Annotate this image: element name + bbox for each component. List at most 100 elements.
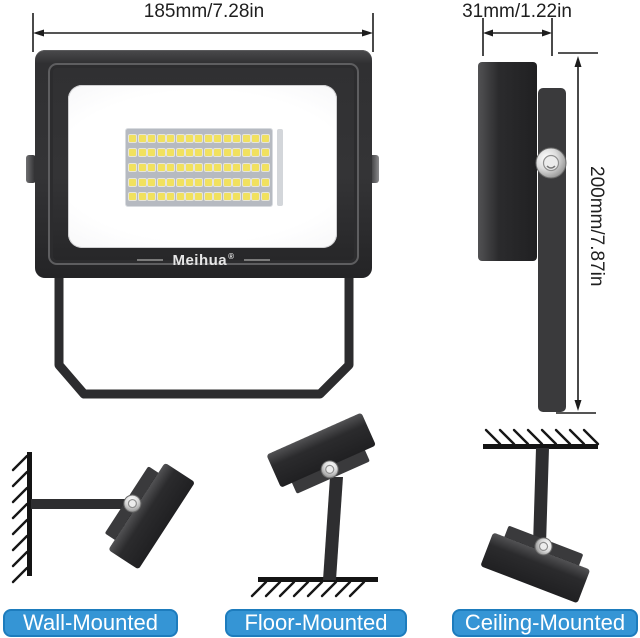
brand-dash-right [243, 259, 270, 261]
led-chip [185, 177, 195, 187]
led-chip [232, 148, 242, 158]
front-view-body: Meihua® [35, 50, 372, 278]
ceiling-mount-light [481, 526, 590, 603]
ceiling-pole [533, 448, 549, 545]
led-chip [166, 133, 176, 143]
wall-surface [27, 452, 32, 576]
led-chip [260, 177, 270, 187]
led-chip [185, 133, 195, 143]
led-chip [232, 133, 242, 143]
led-chip [137, 192, 147, 202]
side-knob-screw-icon [535, 147, 567, 179]
led-chip [128, 148, 138, 158]
led-chip [137, 177, 147, 187]
led-chip [166, 148, 176, 158]
side-view [478, 62, 567, 412]
led-chip [222, 177, 232, 187]
ceiling-mount-illustration [481, 428, 600, 603]
led-chip [194, 148, 204, 158]
led-chip [241, 177, 251, 187]
ceiling-surface [483, 444, 598, 449]
led-chip [175, 162, 185, 172]
led-chip [175, 133, 185, 143]
led-chip [260, 148, 270, 158]
led-chip [251, 133, 261, 143]
led-chip [128, 162, 138, 172]
front-inner-outline [48, 63, 359, 265]
led-chip [222, 192, 232, 202]
led-chip [232, 192, 242, 202]
hatch-ceiling [484, 428, 600, 446]
led-chip [128, 177, 138, 187]
led-chip [232, 162, 242, 172]
floor-mount-light [267, 413, 376, 494]
led-chip [194, 133, 204, 143]
led-chip [203, 192, 213, 202]
floor-pole [323, 477, 343, 580]
led-panel-strip [277, 129, 283, 206]
led-chip [137, 162, 147, 172]
led-chip [156, 162, 166, 172]
led-chip [213, 148, 223, 158]
led-chip [137, 148, 147, 158]
led-chip [203, 162, 213, 172]
led-chip [232, 177, 242, 187]
led-chip [260, 162, 270, 172]
led-chip [213, 177, 223, 187]
led-chip [185, 148, 195, 158]
hatch-wall [11, 454, 29, 584]
led-chip [166, 162, 176, 172]
led-chip [128, 192, 138, 202]
wall-mount-light [105, 463, 194, 569]
led-chip [147, 192, 157, 202]
brand-dash-left [137, 259, 164, 261]
led-chip [147, 133, 157, 143]
led-chip [156, 148, 166, 158]
width-dimension [32, 13, 374, 52]
floor-mounted-label: Floor-Mounted [225, 609, 407, 637]
depth-dimension-label: 31mm/1.22in [462, 1, 572, 22]
registered-mark: ® [228, 251, 235, 261]
floor-mount-illustration [250, 413, 378, 598]
floor-surface [258, 577, 378, 582]
brand-row: Meihua® [35, 250, 372, 270]
led-chip [260, 133, 270, 143]
front-glass [68, 85, 337, 248]
led-chip [147, 148, 157, 158]
led-chip [222, 133, 232, 143]
depth-dimension [482, 18, 553, 56]
led-chip [251, 148, 261, 158]
led-chip [147, 177, 157, 187]
led-chip [156, 177, 166, 187]
height-dimension [556, 52, 598, 414]
led-chip [203, 148, 213, 158]
led-chip [241, 148, 251, 158]
led-chip [194, 162, 204, 172]
led-chip [251, 192, 261, 202]
led-chip [241, 192, 251, 202]
led-chip [241, 133, 251, 143]
led-chip [222, 162, 232, 172]
led-chip [213, 133, 223, 143]
led-panel [125, 128, 273, 207]
height-dimension-label: 200mm/7.87in [586, 166, 607, 287]
led-chip [213, 192, 223, 202]
front-bracket [54, 271, 354, 399]
led-chip [203, 177, 213, 187]
led-chip [194, 177, 204, 187]
led-chip [166, 192, 176, 202]
led-chip [241, 162, 251, 172]
led-chip [251, 177, 261, 187]
right-mount-knob [369, 155, 379, 183]
brand-logo: Meihua® [172, 252, 234, 269]
led-chip [175, 192, 185, 202]
wall-mounted-label: Wall-Mounted [3, 609, 178, 637]
led-chip [128, 133, 138, 143]
led-chip [203, 133, 213, 143]
led-chip [156, 133, 166, 143]
led-chip [185, 192, 195, 202]
left-mount-knob [26, 155, 36, 183]
led-chip [251, 162, 261, 172]
